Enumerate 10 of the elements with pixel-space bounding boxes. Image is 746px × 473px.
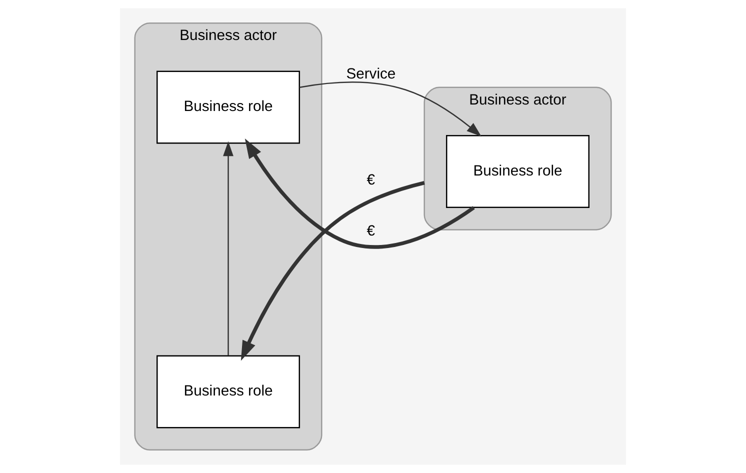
node-box: Business role xyxy=(446,135,590,208)
edge-label: € xyxy=(366,223,376,240)
arrow xyxy=(240,180,425,361)
arrow xyxy=(223,141,234,356)
edge-label: Service xyxy=(346,66,396,82)
arrow xyxy=(244,138,475,249)
arrow xyxy=(299,82,482,137)
edge-label: € xyxy=(366,172,376,189)
node-box: Business role xyxy=(156,355,300,428)
node-box: Business role xyxy=(156,70,300,144)
